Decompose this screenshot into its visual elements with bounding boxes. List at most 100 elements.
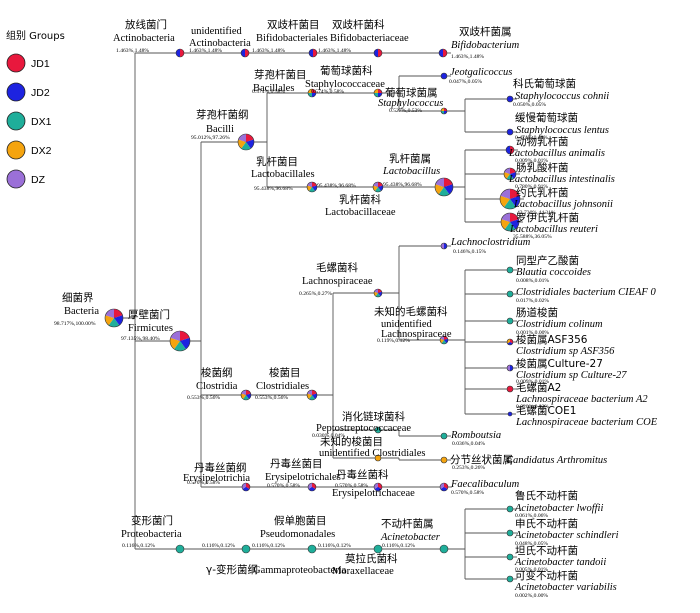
node-label-zh: 梭菌属ASF356 [516,333,588,346]
node-pie [104,308,124,328]
pie-slice-jd1 [312,483,316,489]
pie-slice-jd2 [309,49,313,57]
legend-label: DX1 [31,116,52,128]
node-abundance: 0.553%,0.56% [255,395,288,401]
node-label-zh: 可变不动杆菌 [515,569,578,582]
node-label-en: Staphylococcus [378,98,443,109]
pie-slice-jd1 [444,108,447,111]
node-abundance: 0.574%,0.58% [311,89,344,95]
node-label-en: Bifidobacterium [451,40,520,51]
pie-outline [499,188,521,210]
node-label-zh: 鲁氏不动杆菌 [515,489,578,502]
pie-slice-dx2 [440,338,444,344]
legend-item-jd2: JD2 [6,82,50,102]
node-pie [175,544,185,554]
node-pie [175,48,185,58]
node-label-zh: 丹毒丝菌纲 [194,461,247,474]
node-label-zh: 乳杆菌目 [256,155,298,168]
pie-slice-dx2 [501,219,510,230]
pie-outline [241,482,251,492]
pie-slice-dx2 [441,108,444,111]
pie-slice-dz [435,178,444,187]
pie-slice-jd2 [444,338,448,344]
node-abundance: 0.474%,0.48% [515,135,548,141]
tree-edges [114,52,524,580]
pie-slice-dx1 [309,395,315,401]
node-label-en: Clostridiales [256,381,309,392]
node-label-zh: 乳杆菌科 [339,193,381,206]
node-label-en: Lactobacillus [382,166,440,177]
node-label-en: Lactobacillus reuteri [509,224,598,235]
pie-slice-dx1 [438,187,450,196]
node-label-en: Bacteria [64,306,99,317]
node-label-en: Lactobacillus johnsonii [513,199,613,210]
pie-slice-dz [501,213,510,222]
node-label-en: Acinetobacter [380,532,441,543]
pie-slice-jd1 [378,289,382,293]
pie-slice-dx2 [374,89,378,93]
pie-outline [506,338,514,346]
pie-slice-dz [441,243,444,249]
node-pie [373,288,383,298]
pie-slice-jd2 [507,411,513,417]
pie-slice-jd2 [440,487,448,491]
node-label-zh: 梭菌属Culture-27 [516,357,603,370]
pie-slice-dx1 [506,174,514,180]
pie-slice-jd1 [246,134,254,142]
node-label-en: Erysipelotrichaceae [332,488,415,499]
node-label-zh: 厚壁菌门 [128,308,170,321]
node-label-zh: 不动杆菌属 [381,517,434,530]
node-pie [306,181,318,193]
pie-outline [307,482,317,492]
pie-outline [169,330,191,352]
node-abundance: 0.009%,0.01% [515,158,548,164]
node-label-en: Acinetobacter variabilis [514,582,617,593]
node-pie [374,454,382,462]
pie-slice-dx1 [375,293,381,298]
node-abundance: 95.438%,96.68% [317,183,356,189]
pie-outline [440,242,448,250]
pie-slice-dx2 [306,185,312,192]
node-label-zh: 毛螺菌COE1 [516,405,576,417]
legend-swatch [6,53,26,73]
node-pie [373,482,383,492]
pie-slice-dx2 [240,393,246,400]
node-label-zh: 梭菌目 [269,366,301,379]
node-label-en: unidentified Clostridiales [319,448,425,459]
pie-slice-jd1 [312,89,316,93]
node-label-en: Pseudomonadales [260,529,335,540]
node-abundance: 0.036%,0.04% [452,441,485,447]
pie-slice-dz [308,483,312,489]
node-label-zh: 假单胞菌目 [274,514,327,527]
node-abundance: 95.438%,96.68% [383,182,422,188]
pie-slice-jd2 [374,487,382,491]
node-pie [499,188,521,210]
node-pie [506,317,514,325]
node-label-en: Acinetobacter schindleri [514,530,619,541]
legend-label: JD2 [31,87,50,99]
pie-slice-jd2 [374,49,378,57]
pie-slice-dx2 [500,195,510,208]
pie-slice-jd2 [246,393,252,400]
node-pie [506,266,514,274]
node-label-zh: 双歧杆菌属 [459,25,512,38]
node-pie [374,426,382,434]
node-label-en: Lachnospiraceae [302,276,373,287]
node-label-zh: 莫拉氏菌科 [345,552,398,565]
node-abundance: 0.116%,0.12% [382,543,415,549]
pie-slice-dx1 [309,187,315,193]
legend-label: JD1 [31,58,50,70]
